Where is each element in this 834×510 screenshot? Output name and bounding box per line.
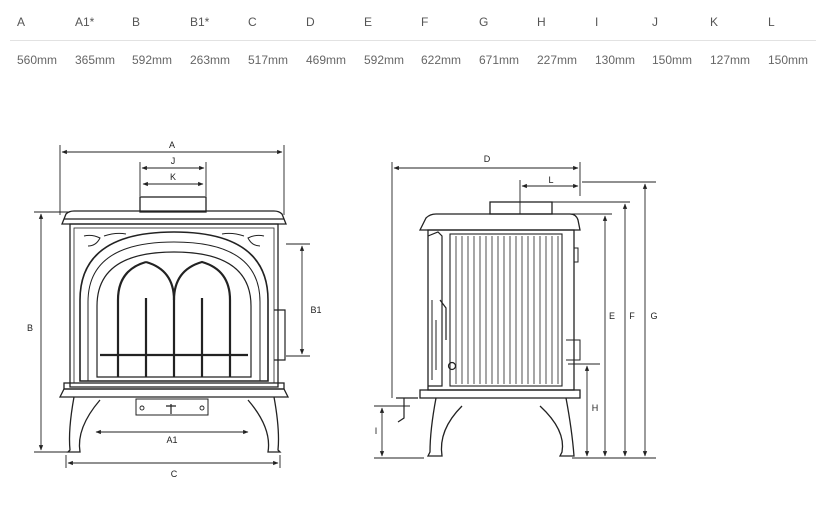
header-cell: A1* <box>75 15 95 29</box>
header-cell: E <box>364 15 373 29</box>
dim-label-d: D <box>484 154 491 164</box>
table-header-row: A A1* B B1* C D E F G H I J K L <box>0 12 834 32</box>
header-cell: F <box>421 15 429 29</box>
dim-label-k: K <box>170 172 176 182</box>
dim-label-j: J <box>171 156 176 166</box>
value-cell: 622mm <box>421 53 462 67</box>
dim-label-a: A <box>169 140 175 150</box>
side-base <box>419 389 581 399</box>
header-cell: D <box>306 15 315 29</box>
value-cell: 127mm <box>710 53 751 67</box>
dim-label-f: F <box>629 311 635 321</box>
table-value-row: 560mm 365mm 592mm 263mm 517mm 469mm 592m… <box>0 50 834 70</box>
table-divider <box>10 40 816 41</box>
header-cell: A <box>17 15 26 29</box>
base-plinth <box>58 388 290 398</box>
dim-label-l: L <box>548 175 553 185</box>
dim-label-c: C <box>171 469 178 479</box>
header-cell: B1* <box>190 15 210 29</box>
side-dimension-labels: D L E F G H I <box>375 154 658 436</box>
header-cell: H <box>537 15 546 29</box>
dim-label-b1: B1 <box>310 305 321 315</box>
dim-label-h: H <box>592 403 599 413</box>
front-right-leg <box>247 396 282 453</box>
header-cell: B <box>132 15 141 29</box>
header-cell: C <box>248 15 257 29</box>
stove-body <box>69 223 279 388</box>
front-view <box>58 196 290 453</box>
header-cell: G <box>479 15 489 29</box>
side-view <box>396 201 581 457</box>
side-front-leg <box>426 397 463 457</box>
front-dimension-labels: A J K B B1 A1 C <box>27 140 322 479</box>
dim-label-e: E <box>609 311 615 321</box>
value-cell: 365mm <box>75 53 116 67</box>
side-door-profile <box>427 231 443 387</box>
dimensions-table: A A1* B B1* C D E F G H I J K L 560mm 36… <box>0 0 834 80</box>
ash-plate <box>135 398 209 416</box>
panel-flutes <box>455 236 559 384</box>
top-plate <box>61 210 287 225</box>
value-cell: 517mm <box>248 53 289 67</box>
dim-label-a1: A1 <box>166 435 177 445</box>
front-dimensions <box>34 145 310 468</box>
header-cell: K <box>710 15 719 29</box>
value-cell: 130mm <box>595 53 636 67</box>
side-flue-collar <box>489 201 553 215</box>
side-air-control <box>396 397 418 423</box>
header-cell: J <box>652 15 658 29</box>
door-tracery <box>100 260 248 377</box>
header-cell: L <box>768 15 775 29</box>
side-rear-leg <box>539 397 575 457</box>
value-cell: 150mm <box>652 53 693 67</box>
value-cell: 592mm <box>364 53 405 67</box>
value-cell: 671mm <box>479 53 520 67</box>
value-cell: 560mm <box>17 53 58 67</box>
value-cell: 263mm <box>190 53 231 67</box>
value-cell: 592mm <box>132 53 173 67</box>
side-dimensions <box>374 162 656 459</box>
front-left-leg <box>66 396 101 453</box>
door-handle <box>274 309 286 361</box>
value-cell: 469mm <box>306 53 347 67</box>
value-cell: 150mm <box>768 53 809 67</box>
header-cell: I <box>595 15 599 29</box>
door-frame <box>79 231 269 382</box>
flue-collar <box>139 196 207 213</box>
value-cell: 227mm <box>537 53 578 67</box>
side-top-plate <box>418 213 581 231</box>
dim-label-g: G <box>650 311 657 321</box>
dim-label-i: I <box>375 426 378 436</box>
side-fluted-panel <box>449 233 563 387</box>
door-glass <box>96 251 252 378</box>
dim-label-b: B <box>27 323 33 333</box>
